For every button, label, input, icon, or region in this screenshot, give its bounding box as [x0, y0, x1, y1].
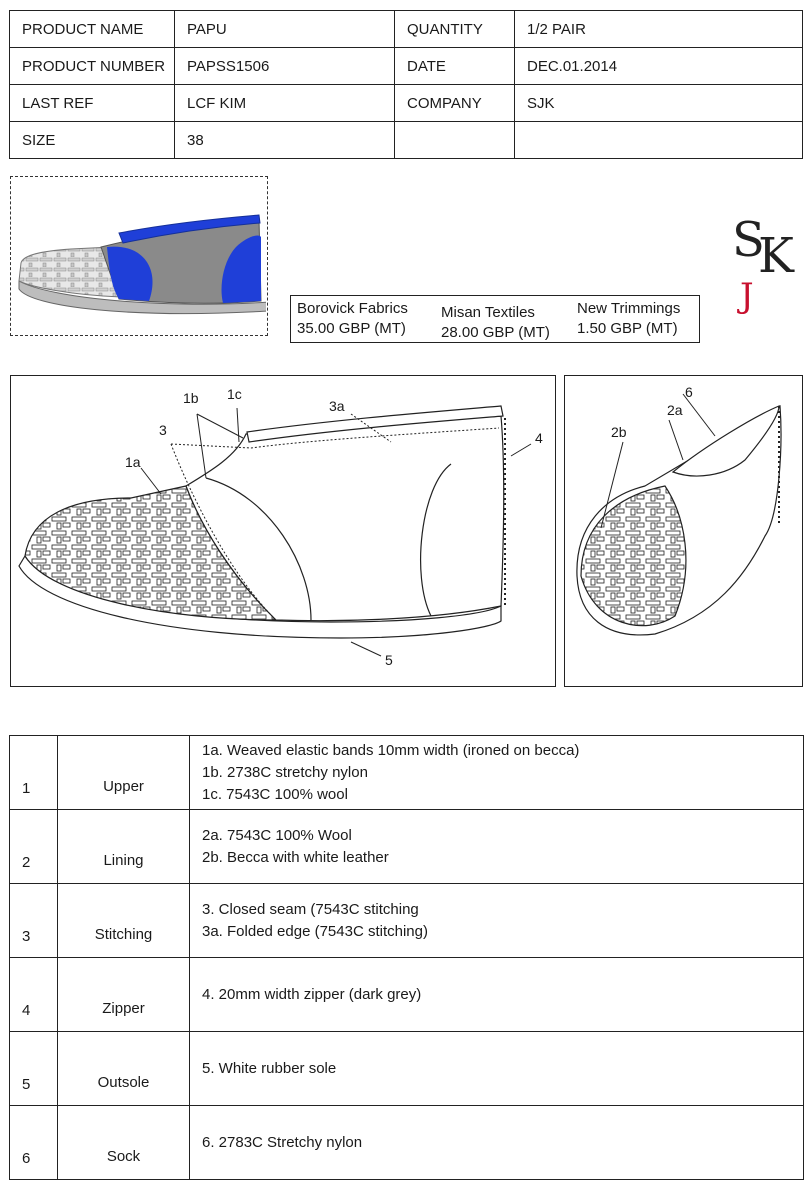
spec-description: 2a. 7543C 100% Wool 2b. Becca with white…	[189, 809, 804, 884]
spec-line: 4. 20mm width zipper (dark grey)	[202, 985, 422, 1003]
spec-description: 1a. Weaved elastic bands 10mm width (iro…	[189, 735, 804, 810]
supplier-item: Borovick Fabrics 35.00 GBP (MT)	[297, 299, 408, 339]
top-view-drawing: 6 2a 2b	[564, 375, 803, 687]
spec-description: 6. 2783C Stretchy nylon	[189, 1105, 804, 1180]
callout-1b: 1b	[183, 390, 199, 406]
spec-part-name: Stitching	[57, 883, 190, 958]
spec-part-name: Outsole	[57, 1031, 190, 1106]
spec-part-name: Zipper	[57, 957, 190, 1032]
spec-line: 3a. Folded edge (7543C stitching)	[202, 922, 428, 940]
spec-part-name: Sock	[57, 1105, 190, 1180]
info-row: SIZE 38	[9, 121, 803, 159]
company-logo: S K J	[728, 212, 794, 324]
top-view-illustration	[576, 393, 782, 636]
value-date: DEC.01.2014	[514, 47, 803, 85]
label-quantity: QUANTITY	[394, 10, 515, 48]
logo-letter-s: S	[732, 212, 765, 268]
callout-2a: 2a	[667, 402, 683, 418]
info-row: LAST REF LCF KIM COMPANY SJK	[9, 84, 803, 122]
spec-description: 3. Closed seam (7543C stitching 3a. Fold…	[189, 883, 804, 958]
callout-3a: 3a	[329, 398, 345, 414]
supplier-name: Borovick Fabrics	[297, 300, 408, 317]
value-company: SJK	[514, 84, 803, 122]
value-size: 38	[174, 121, 395, 159]
supplier-price: 28.00 GBP (MT)	[441, 324, 550, 341]
callout-1a: 1a	[125, 454, 141, 470]
spec-row: 4 Zipper 4. 20mm width zipper (dark grey…	[9, 957, 804, 1032]
logo-letter-k: K	[758, 228, 794, 284]
info-row: PRODUCT NAME PAPU QUANTITY 1/2 PAIR	[9, 10, 803, 48]
supplier-item: New Trimmings 1.50 GBP (MT)	[577, 299, 680, 339]
label-product-number: PRODUCT NUMBER	[9, 47, 175, 85]
callout-1c: 1c	[227, 386, 242, 402]
value-last-ref: LCF KIM	[174, 84, 395, 122]
spec-number: 6	[9, 1105, 58, 1180]
shoe-render-image	[18, 214, 270, 315]
callout-2b: 2b	[611, 424, 627, 440]
spec-row: 6 Sock 6. 2783C Stretchy nylon	[9, 1105, 804, 1180]
spec-row: 3 Stitching 3. Closed seam (7543C stitch…	[9, 883, 804, 958]
label-company: COMPANY	[394, 84, 515, 122]
supplier-name: Misan Textiles	[441, 304, 535, 321]
label-product-name: PRODUCT NAME	[9, 10, 175, 48]
spec-number: 4	[9, 957, 58, 1032]
supplier-box: Borovick Fabrics 35.00 GBP (MT) Misan Te…	[290, 295, 700, 343]
empty-cell	[394, 121, 515, 159]
spec-row: 2 Lining 2a. 7543C 100% Wool 2b. Becca w…	[9, 809, 804, 884]
spec-line: 5. White rubber sole	[202, 1059, 337, 1077]
spec-line: 6. 2783C Stretchy nylon	[202, 1133, 363, 1151]
spec-number: 5	[9, 1031, 58, 1106]
shoe-color-thumbnail	[10, 176, 270, 336]
spec-part-name: Lining	[57, 809, 190, 884]
spec-line: 1c. 7543C 100% wool	[202, 785, 348, 803]
callout-5: 5	[385, 652, 393, 668]
value-product-number: PAPSS1506	[174, 47, 395, 85]
callout-4: 4	[535, 430, 543, 446]
value-product-name: PAPU	[174, 10, 395, 48]
spec-number: 1	[9, 735, 58, 810]
product-info-table: PRODUCT NAME PAPU QUANTITY 1/2 PAIR PROD…	[9, 10, 803, 159]
spec-line: 3. Closed seam (7543C stitching	[202, 900, 419, 918]
supplier-price: 35.00 GBP (MT)	[297, 320, 406, 337]
side-view-illustration	[18, 405, 532, 657]
spec-number: 2	[9, 809, 58, 884]
spec-part-name: Upper	[57, 735, 190, 810]
empty-cell	[514, 121, 803, 159]
supplier-name: New Trimmings	[577, 300, 681, 317]
spec-description: 4. 20mm width zipper (dark grey)	[189, 957, 804, 1032]
logo-letter-j: J	[740, 276, 754, 316]
spec-number: 3	[9, 883, 58, 958]
callout-3: 3	[159, 422, 167, 438]
label-date: DATE	[394, 47, 515, 85]
supplier-item: Misan Textiles 28.00 GBP (MT)	[441, 303, 550, 343]
label-last-ref: LAST REF	[9, 84, 175, 122]
spec-row: 5 Outsole 5. White rubber sole	[9, 1031, 804, 1106]
callout-6: 6	[685, 384, 693, 400]
side-view-drawing: 1a 1b 1c 3 3a 4 5	[10, 375, 556, 687]
value-quantity: 1/2 PAIR	[514, 10, 803, 48]
spec-line: 2a. 7543C 100% Wool	[202, 826, 352, 844]
supplier-price: 1.50 GBP (MT)	[577, 320, 678, 337]
spec-description: 5. White rubber sole	[189, 1031, 804, 1106]
spec-row: 1 Upper 1a. Weaved elastic bands 10mm wi…	[9, 735, 804, 810]
spec-line: 1a. Weaved elastic bands 10mm width (iro…	[202, 741, 580, 759]
spec-line: 1b. 2738C stretchy nylon	[202, 763, 368, 781]
info-row: PRODUCT NUMBER PAPSS1506 DATE DEC.01.201…	[9, 47, 803, 85]
materials-spec-table: 1 Upper 1a. Weaved elastic bands 10mm wi…	[9, 735, 804, 1180]
spec-line: 2b. Becca with white leather	[202, 848, 389, 866]
label-size: SIZE	[9, 121, 175, 159]
